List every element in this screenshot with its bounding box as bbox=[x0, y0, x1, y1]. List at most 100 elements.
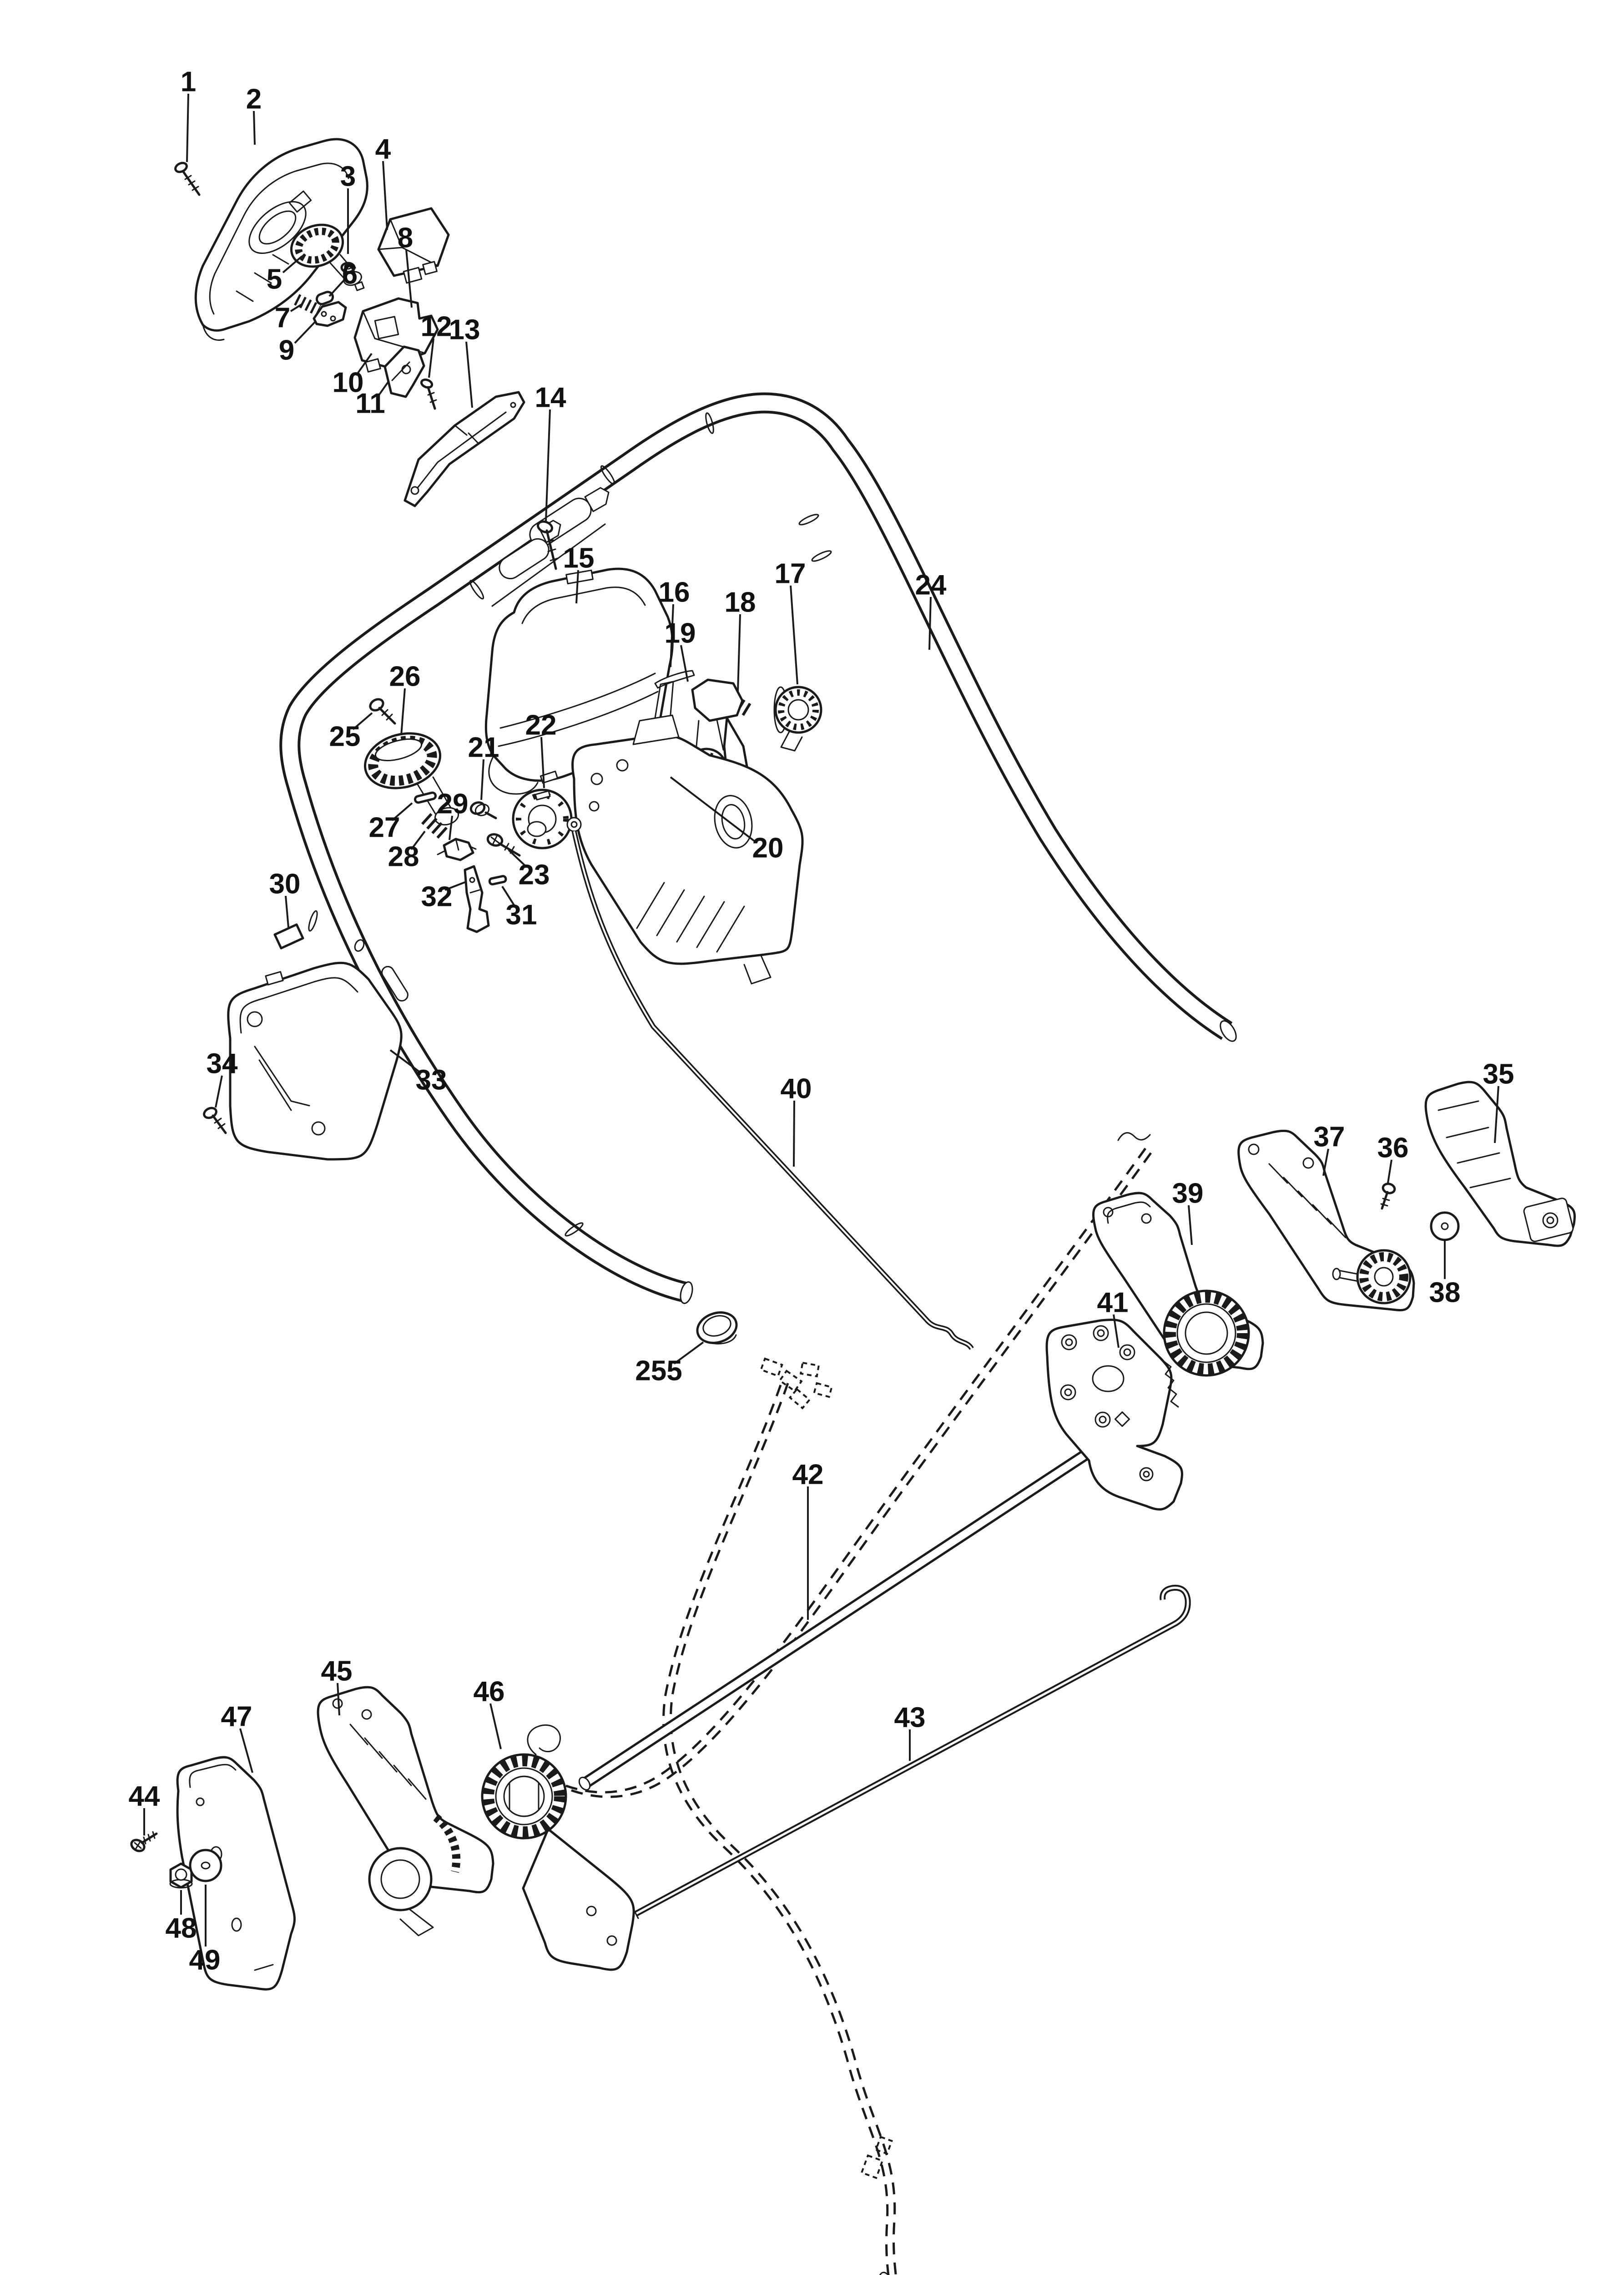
dashed-cable-harness bbox=[527, 1132, 1152, 2275]
leader-line bbox=[186, 93, 189, 162]
part-5-knob bbox=[290, 223, 365, 291]
part-callout-32: 32 bbox=[421, 881, 465, 912]
cable-mid-fitting bbox=[860, 2135, 893, 2179]
part-number: 4 bbox=[375, 133, 391, 165]
leader-line bbox=[501, 885, 516, 908]
part-callout-27: 27 bbox=[369, 802, 413, 843]
part-callout-16: 16 bbox=[659, 576, 690, 667]
part-callout-47: 47 bbox=[221, 1701, 253, 1773]
leader-line bbox=[239, 1728, 253, 1773]
part-number: 34 bbox=[207, 1048, 238, 1079]
part-33-handle-mount-cover bbox=[227, 961, 403, 1161]
part-2-handle-cover bbox=[194, 138, 368, 341]
part-callout-18: 18 bbox=[725, 586, 756, 692]
part-callout-6: 6 bbox=[328, 258, 358, 297]
leader-line bbox=[449, 815, 453, 840]
part-17-drum bbox=[773, 686, 822, 752]
part-number: 7 bbox=[275, 302, 290, 334]
part-number: 12 bbox=[421, 311, 452, 342]
part-number: 17 bbox=[775, 558, 806, 589]
part-callout-15: 15 bbox=[563, 542, 595, 604]
part-22-pulley-disc bbox=[512, 789, 573, 849]
part-number: 35 bbox=[1483, 1058, 1514, 1090]
part-number: 8 bbox=[398, 222, 413, 253]
part-callout-34: 34 bbox=[207, 1048, 238, 1108]
part-number: 48 bbox=[166, 1912, 197, 1944]
part-number: 39 bbox=[1172, 1178, 1204, 1209]
part-callout-24: 24 bbox=[915, 569, 947, 650]
cable-end-fitting bbox=[871, 2271, 894, 2275]
part-30-pad bbox=[273, 923, 304, 950]
part-number: 32 bbox=[421, 881, 453, 912]
part-callout-29: 29 bbox=[437, 788, 468, 840]
part-44-screw bbox=[130, 1831, 158, 1852]
part-14-screw bbox=[537, 520, 559, 570]
part-number: 3 bbox=[340, 161, 356, 192]
part-27-pin bbox=[414, 791, 437, 804]
part-number: 22 bbox=[525, 709, 557, 741]
part-35-grip-lever bbox=[1424, 1081, 1576, 1247]
part-number: 25 bbox=[329, 721, 361, 752]
part-38-washer bbox=[1430, 1211, 1460, 1241]
part-number: 24 bbox=[915, 569, 947, 601]
part-callout-30: 30 bbox=[269, 868, 300, 928]
leader-line bbox=[737, 614, 741, 692]
cable-pigtail bbox=[527, 1724, 561, 1755]
handle-tube-open-end-right bbox=[1220, 1020, 1237, 1042]
part-13-bracket-plate bbox=[403, 391, 525, 507]
part-6-sleeve bbox=[315, 291, 334, 305]
leader-line bbox=[444, 881, 465, 891]
part-number: 38 bbox=[1429, 1277, 1461, 1308]
part-number: 13 bbox=[449, 314, 480, 345]
leader-line bbox=[389, 1049, 421, 1073]
part-callout-1: 1 bbox=[181, 66, 196, 162]
part-callout-42: 42 bbox=[792, 1459, 824, 1620]
tube-hole bbox=[354, 939, 365, 952]
part-callout-20: 20 bbox=[670, 776, 783, 864]
leader-line bbox=[928, 597, 932, 650]
leader-line bbox=[400, 688, 406, 736]
part-21-bolt bbox=[469, 801, 497, 819]
part-callout-38: 38 bbox=[1429, 1240, 1461, 1308]
part-255-ring bbox=[696, 1311, 738, 1345]
part-36-screw bbox=[1380, 1183, 1396, 1210]
part-number: 26 bbox=[389, 661, 421, 692]
part-number: 10 bbox=[333, 367, 364, 398]
leader-line bbox=[282, 255, 303, 273]
part-40-cable bbox=[566, 817, 974, 1350]
leader-line bbox=[480, 759, 484, 800]
part-25-screw bbox=[369, 698, 396, 725]
part-49-washer bbox=[189, 1849, 222, 1882]
part-number: 27 bbox=[369, 812, 400, 843]
part-number: 36 bbox=[1377, 1132, 1409, 1163]
leader-line bbox=[545, 409, 551, 522]
part-callout-49: 49 bbox=[189, 1885, 220, 1976]
part-number: 16 bbox=[659, 576, 690, 608]
part-callout-11: 11 bbox=[355, 380, 390, 419]
leader-line bbox=[540, 737, 545, 789]
cable-connector-cluster bbox=[760, 1357, 833, 1410]
part-callout-25: 25 bbox=[329, 712, 373, 752]
leader-line bbox=[391, 802, 413, 821]
part-number: 15 bbox=[563, 542, 595, 574]
part-callout-26: 26 bbox=[389, 661, 421, 736]
leader-line bbox=[328, 279, 345, 297]
part-37-gear-housing bbox=[1237, 1129, 1415, 1312]
part-4-switch-block bbox=[377, 207, 450, 284]
part-number: 2 bbox=[246, 83, 262, 115]
part-41-toothed-plate bbox=[1045, 1319, 1183, 1511]
part-callout-40: 40 bbox=[781, 1073, 812, 1167]
part-callout-43: 43 bbox=[894, 1702, 925, 1761]
part-callout-21: 21 bbox=[468, 732, 499, 800]
part-callout-48: 48 bbox=[166, 1890, 197, 1944]
leader-line bbox=[290, 303, 303, 312]
part-callout-36: 36 bbox=[1377, 1132, 1409, 1183]
part-number: 45 bbox=[321, 1655, 353, 1687]
part-callout-17: 17 bbox=[775, 558, 806, 685]
part-callout-33: 33 bbox=[389, 1049, 447, 1096]
part-11-lever bbox=[383, 345, 425, 398]
part-callout-46: 46 bbox=[474, 1676, 504, 1749]
part-number: 42 bbox=[792, 1459, 824, 1490]
